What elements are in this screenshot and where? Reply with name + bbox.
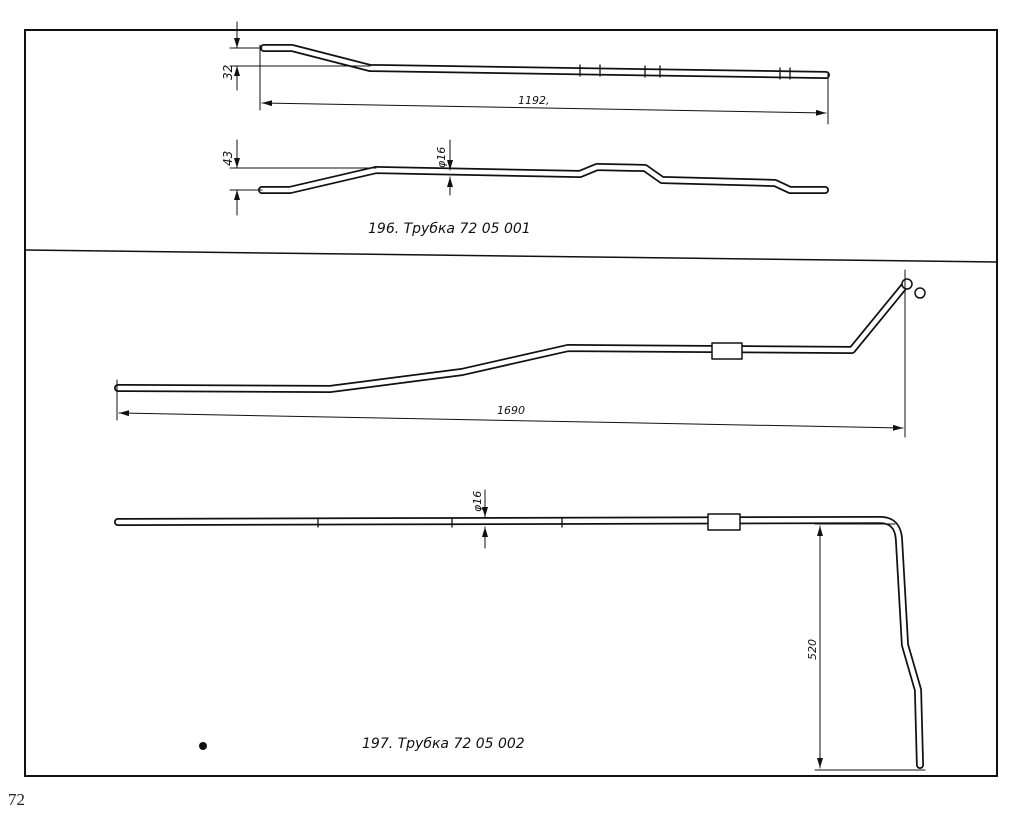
dim-1690: 1690: [497, 404, 525, 417]
tube-196-top-view: [260, 44, 830, 80]
tube-197-top-view: [114, 278, 926, 393]
dim-520: 520: [806, 639, 819, 660]
dim-43: 43: [221, 151, 235, 166]
caption-196: 196. Трубка 72 05 001: [368, 221, 531, 237]
sleeve: [707, 513, 741, 531]
dim-1192: 1192,: [518, 94, 550, 107]
page-number: 72: [8, 790, 25, 809]
section-divider: [24, 249, 998, 263]
caption-197: 197. Трубка 72 05 002: [362, 736, 525, 752]
dim-diameter-197: φ16: [471, 491, 484, 512]
ink-dot: [199, 742, 207, 750]
dim-32: 32: [221, 65, 235, 80]
tube-197-side-view: [114, 513, 924, 769]
dim-diameter-196: φ16: [435, 147, 448, 168]
tube-196-side-view: [258, 163, 829, 194]
sleeve: [711, 342, 743, 360]
dimension-lines: [116, 21, 926, 771]
drawing-frame: [24, 29, 998, 777]
